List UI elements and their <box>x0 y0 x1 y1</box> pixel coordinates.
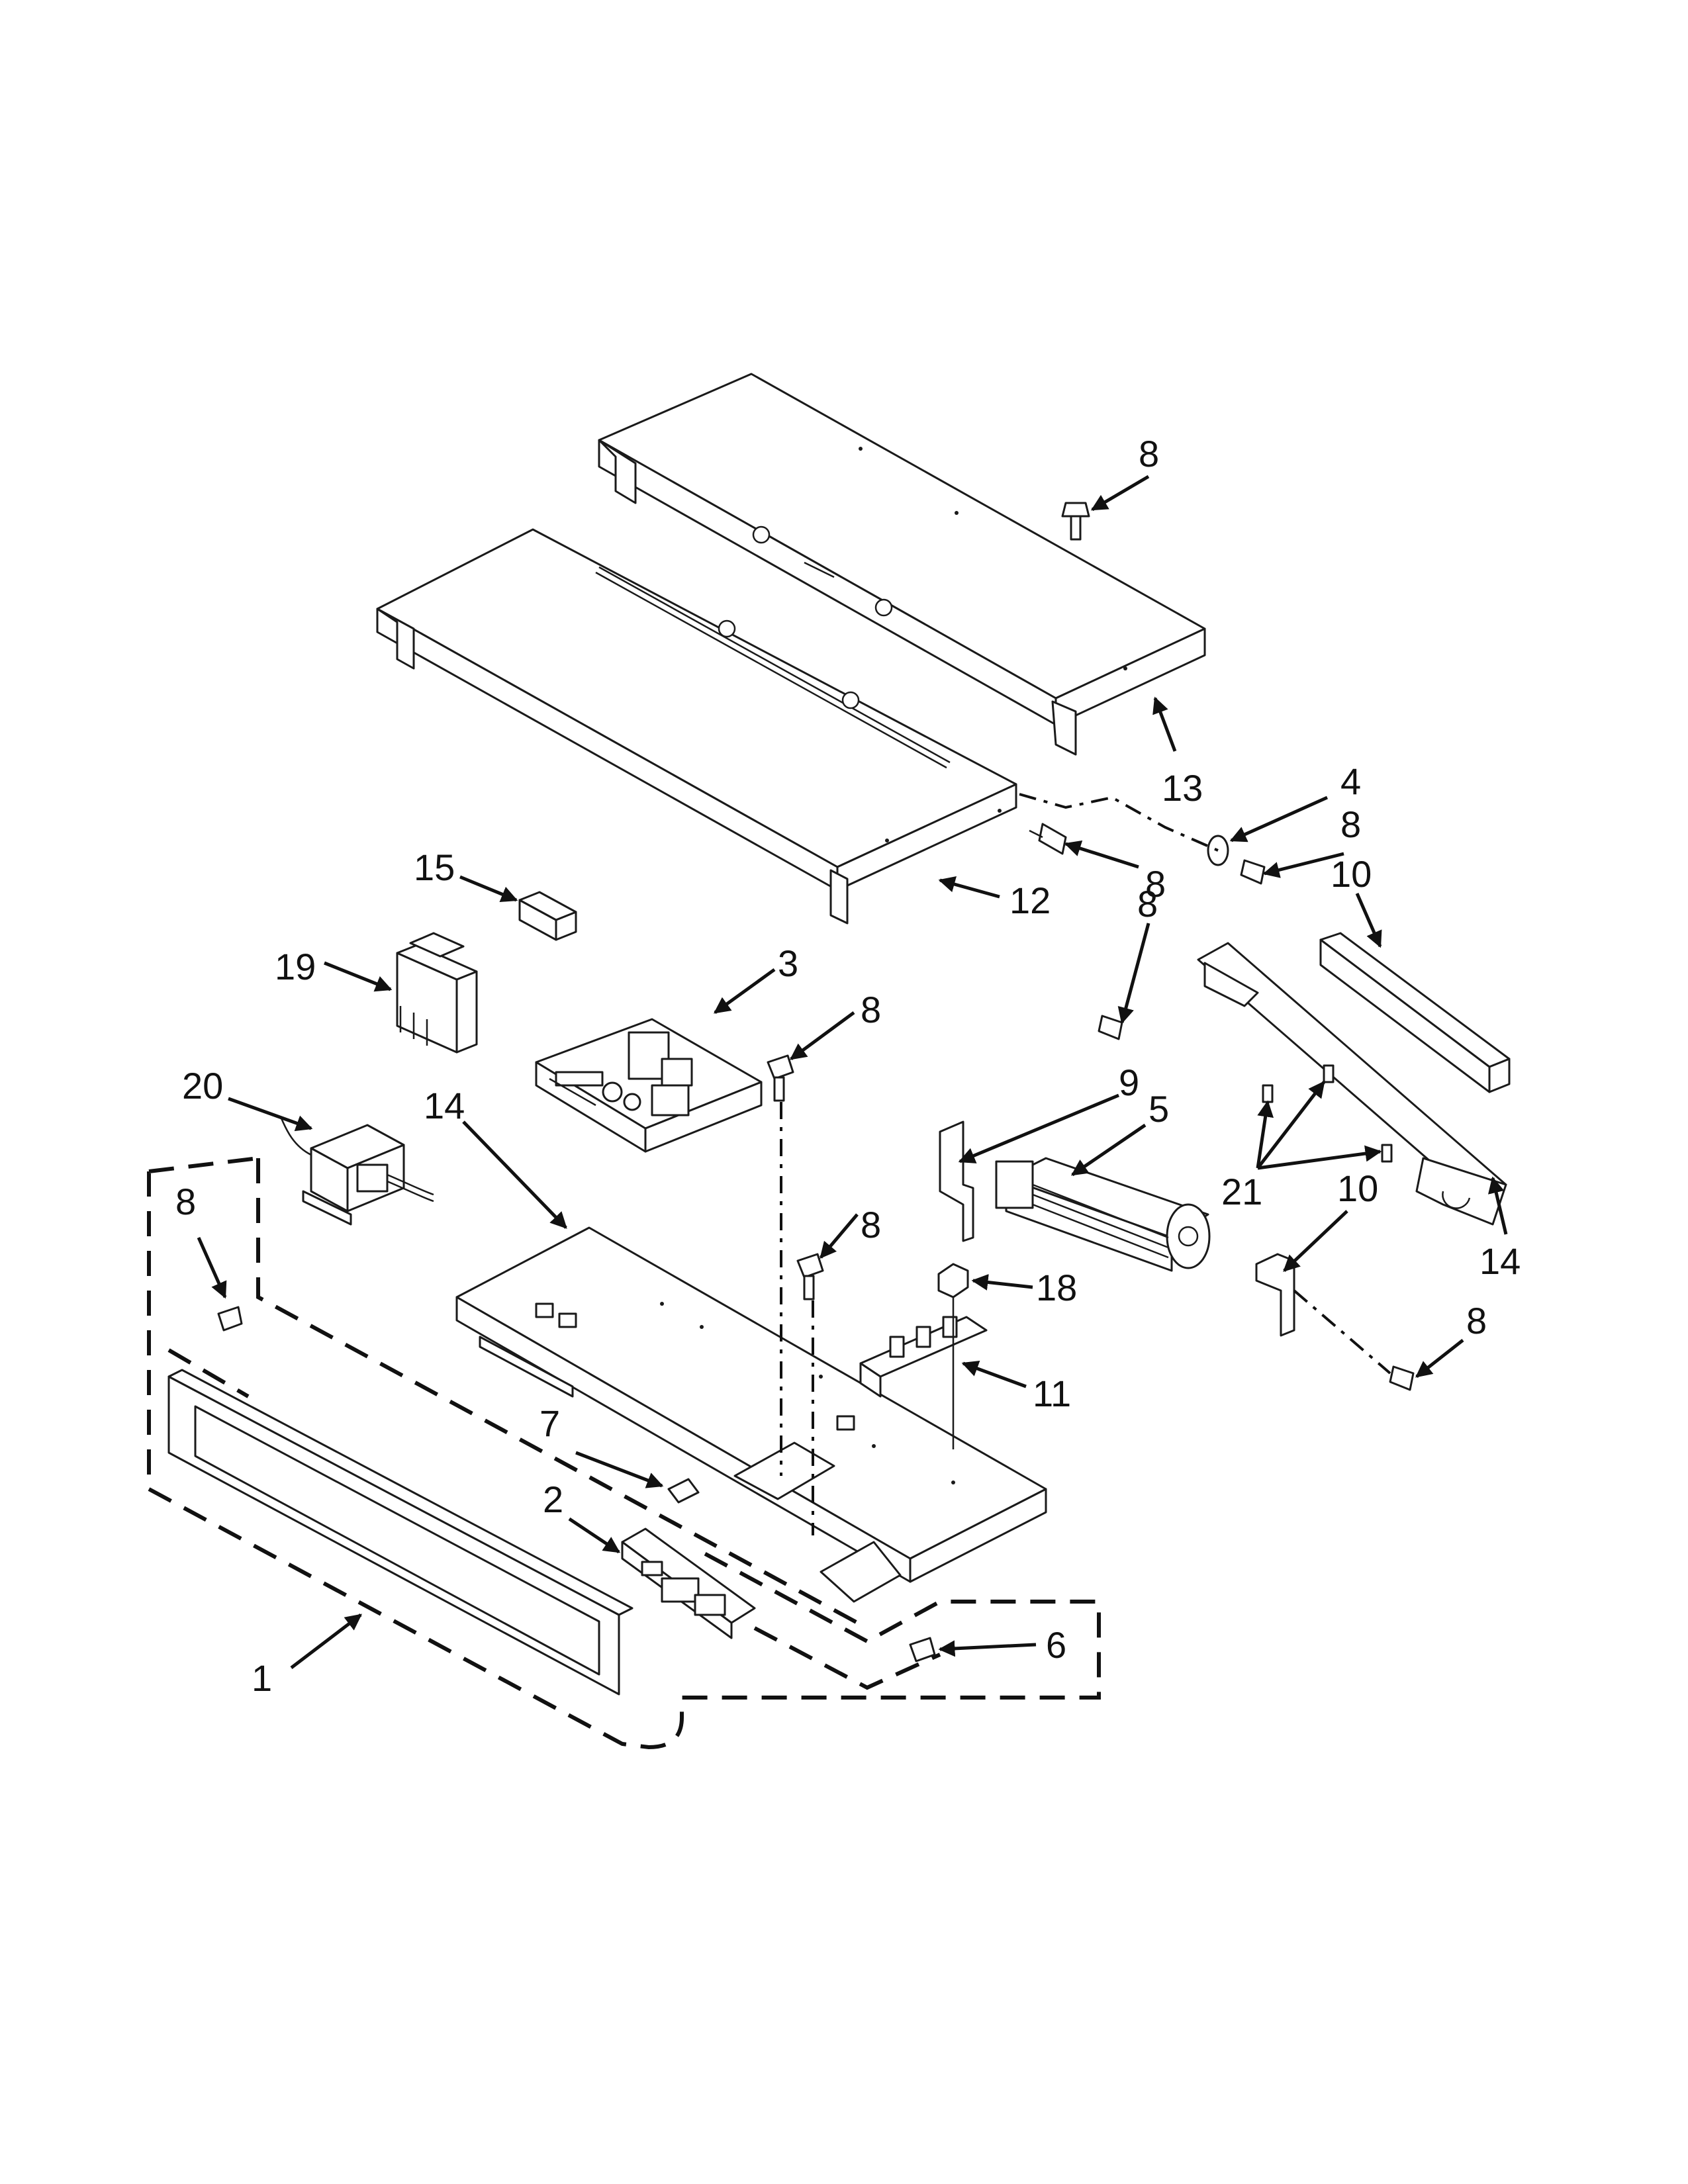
callout-labels: 8 13 4 8 8 12 10 8 9 5 21 14 10 8 18 11 … <box>175 433 1521 1699</box>
part-8-screw-right <box>1240 859 1266 885</box>
callout-3: 3 <box>778 942 798 984</box>
part-15-bracket <box>518 891 577 941</box>
callout-6: 6 <box>1046 1624 1066 1666</box>
callout-8: 8 <box>1340 803 1361 845</box>
assembly-outline-inner <box>167 1348 941 1690</box>
callout-1: 1 <box>252 1657 272 1699</box>
leader-arrows <box>197 475 1508 1669</box>
callout-12: 11 <box>1033 1373 1071 1414</box>
callout-18: 18 <box>1036 1267 1077 1308</box>
part-20-transformer <box>280 1118 434 1226</box>
part-18-nut <box>937 1263 969 1449</box>
part-10-bracket-upper <box>939 1120 974 1242</box>
alignment-lines <box>780 793 1391 1535</box>
part-5-blower <box>995 1157 1211 1272</box>
part-8-screw-mid <box>1029 823 1067 855</box>
callout-16: 12 <box>1009 880 1051 921</box>
callout-8: 8 <box>861 1204 881 1246</box>
callout-2: 2 <box>543 1479 563 1520</box>
part-7-clip <box>667 1478 700 1504</box>
part-16-front-cover <box>376 528 1017 925</box>
callout-19: 19 <box>275 946 316 987</box>
part-2-control-board <box>621 1527 756 1639</box>
assembly-outline <box>147 1156 1101 1750</box>
part-9-screw <box>767 1054 794 1102</box>
callout-8: 8 <box>1139 433 1159 475</box>
part-1-panel-face <box>167 1369 633 1696</box>
callout-11: 10 <box>1331 853 1372 895</box>
part-8-screw-left <box>217 1306 243 1332</box>
callout-4: 4 <box>1340 760 1361 802</box>
part-19-relay <box>396 932 478 1054</box>
part-17-top-cover <box>598 373 1206 756</box>
callout-10: 10 <box>1337 1167 1378 1209</box>
callout-20: 20 <box>182 1065 223 1107</box>
part-6-screw <box>909 1637 936 1662</box>
part-12-terminal-block <box>859 1316 988 1398</box>
callout-8: 8 <box>175 1181 196 1222</box>
part-8-screw-center <box>796 1253 824 1300</box>
callout-8: 8 <box>1466 1300 1487 1342</box>
callout-17: 13 <box>1162 767 1203 809</box>
part-21-pins <box>1262 1064 1393 1163</box>
callout-8: 8 <box>1145 863 1166 905</box>
callout-13: 14 <box>424 1085 465 1126</box>
part-8-screw-rail <box>1098 1015 1123 1040</box>
callout-8: 8 <box>1137 883 1158 925</box>
callout-10: 9 <box>1119 1062 1139 1103</box>
part-8-screw-lower-right <box>1389 1365 1415 1391</box>
callout-9: 8 <box>861 989 881 1030</box>
callout-21: 21 <box>1221 1171 1262 1212</box>
part-8-screw-top <box>1061 502 1090 541</box>
part-13-panel <box>455 1226 1047 1603</box>
part-10-bracket-lower <box>1255 1253 1295 1337</box>
callout-7: 7 <box>539 1402 560 1444</box>
part-11-strip <box>1319 932 1511 1093</box>
part-3-housing <box>535 1018 763 1153</box>
callout-14: 14 <box>1479 1240 1521 1282</box>
callout-15: 15 <box>414 846 455 888</box>
callout-5: 5 <box>1149 1088 1169 1130</box>
